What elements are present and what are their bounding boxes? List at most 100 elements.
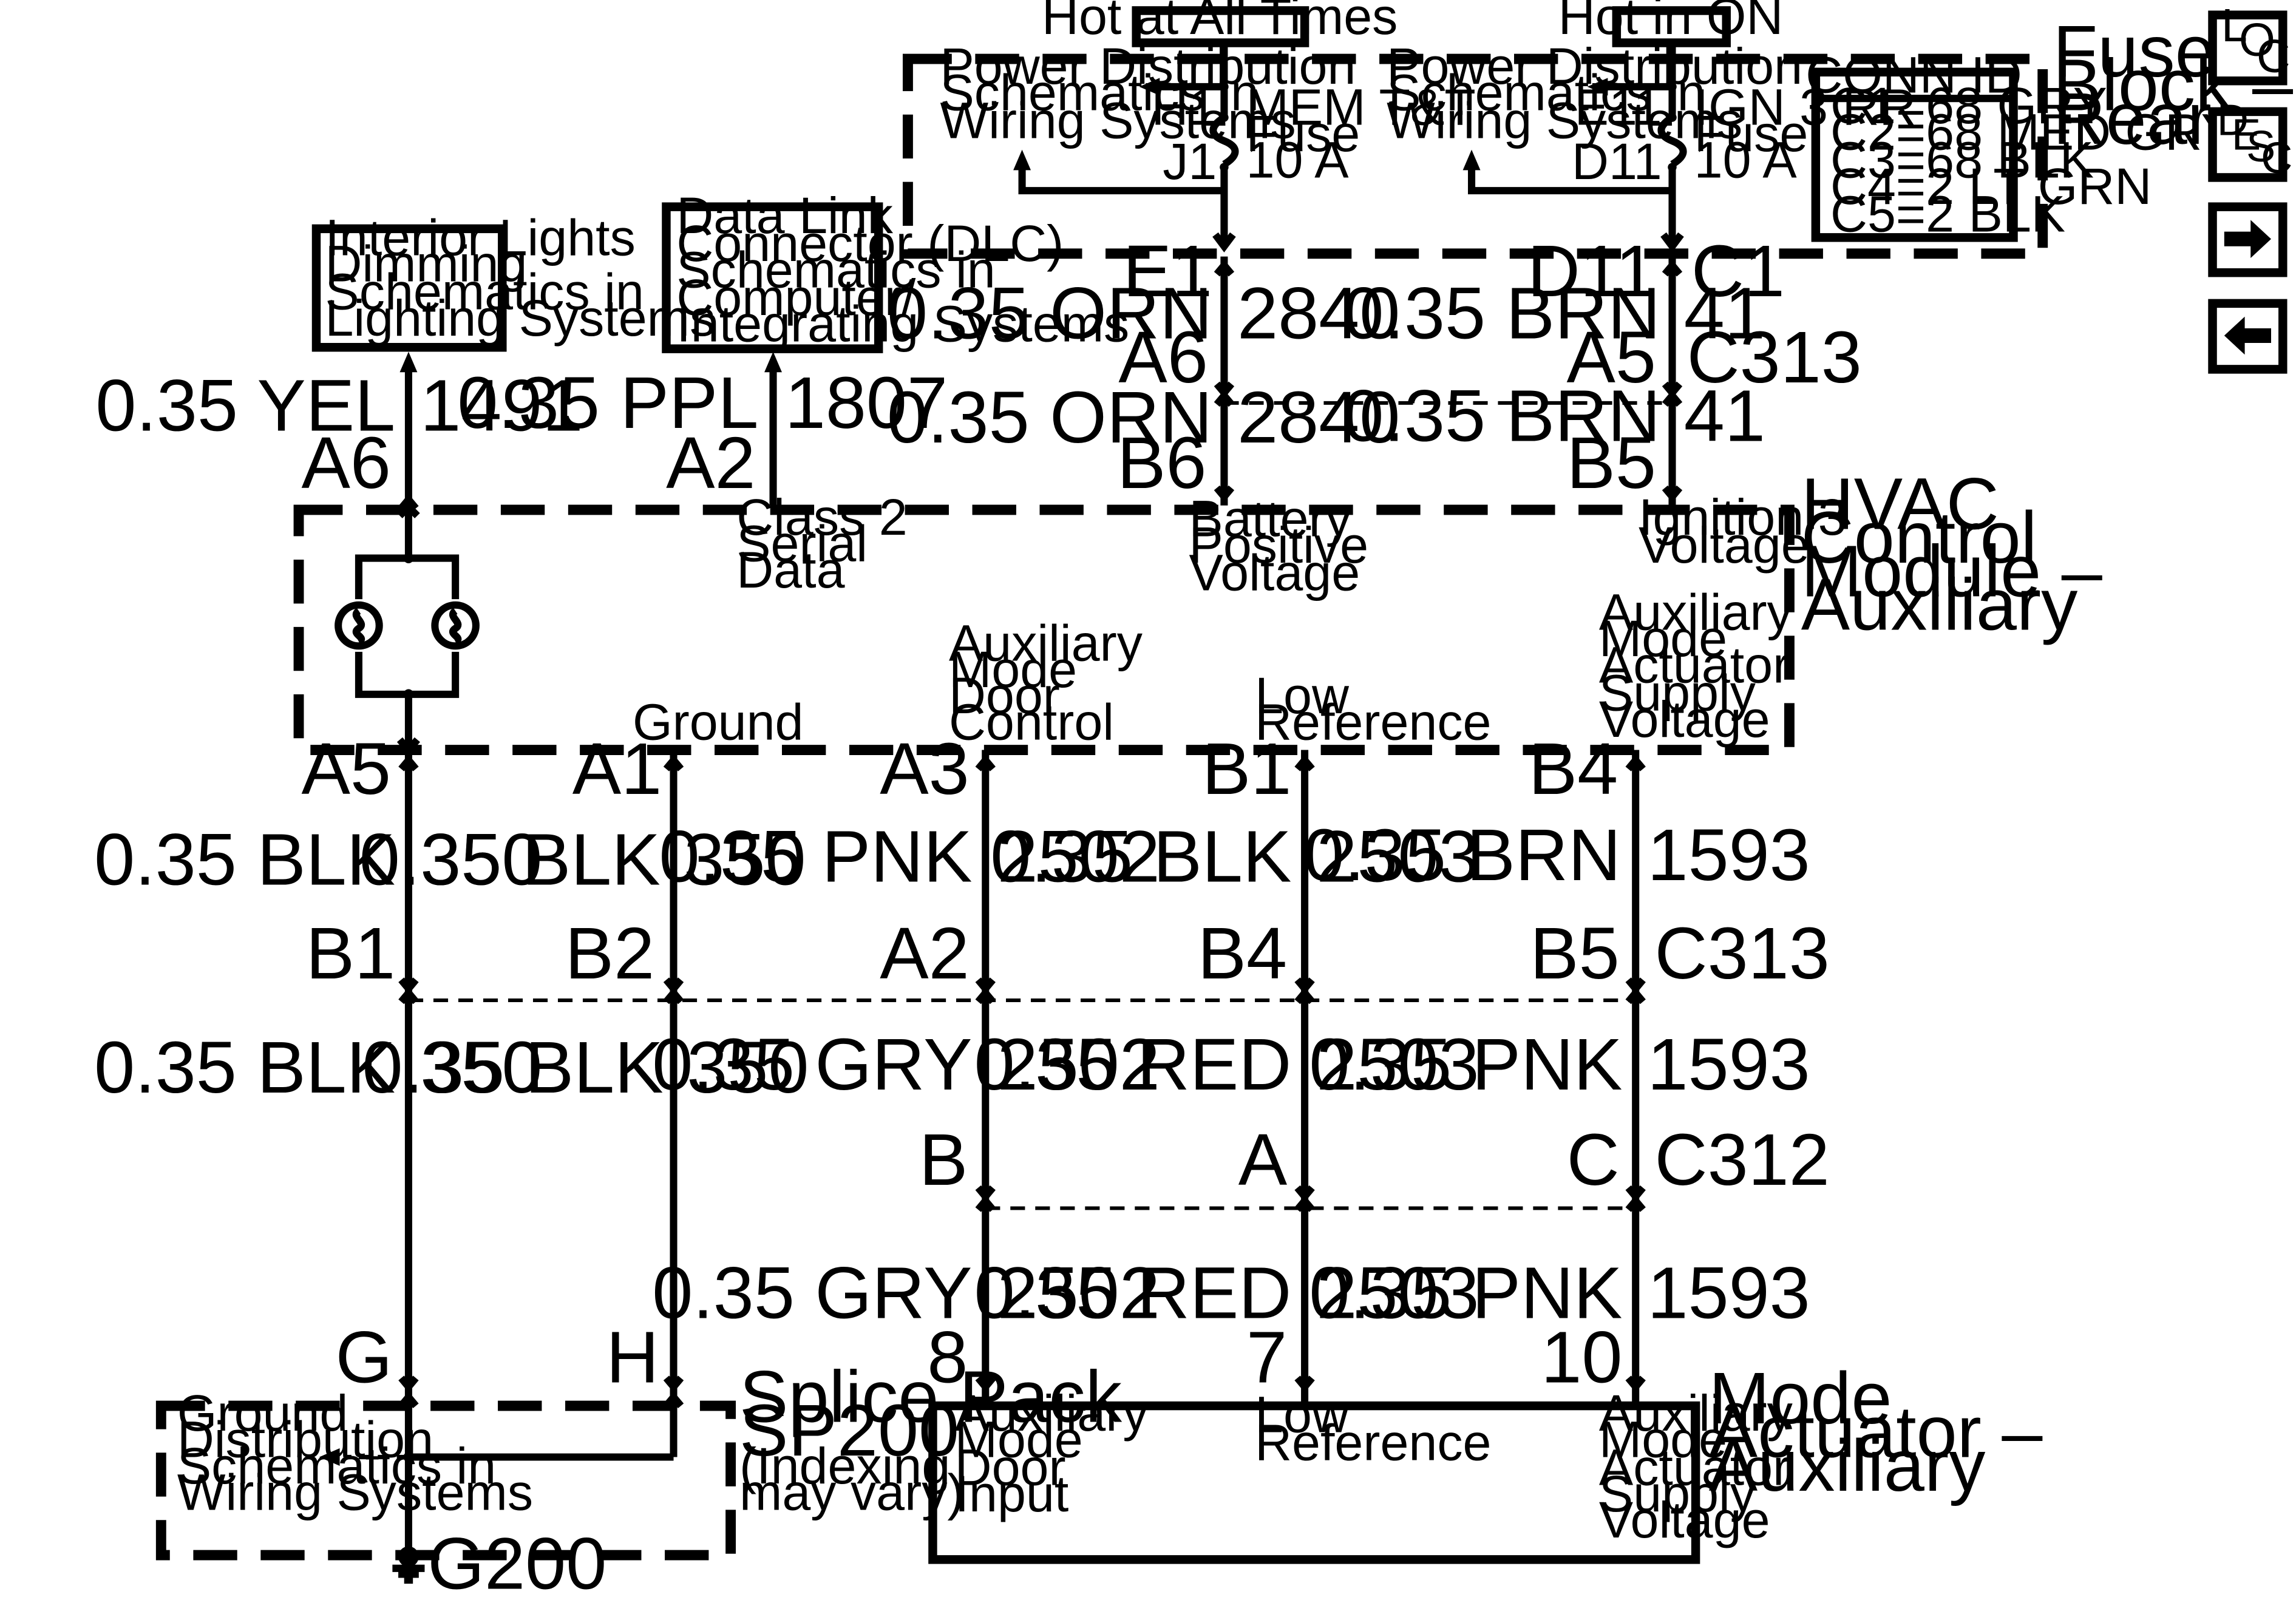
pin-label: A6 — [302, 422, 392, 504]
pin-label: E1 — [1123, 230, 1213, 312]
pin-label: B4 — [1198, 912, 1287, 994]
pin-label: D11 — [1527, 230, 1656, 312]
aux-supply-label: Actuator — [1599, 637, 1790, 694]
wire-size: 0.35 BLK — [990, 816, 1291, 898]
ground-ref-line: Wiring Systems — [177, 1463, 533, 1520]
dimmer-lamps — [335, 501, 480, 756]
pd-right-2: Schematics in — [1387, 64, 1705, 121]
wire-size: 0.35 RED — [974, 1023, 1292, 1105]
pin-label: A5 — [1566, 316, 1656, 398]
fuse-right-top-pin: E11 — [1575, 79, 1662, 136]
aux-door-label: Door — [949, 667, 1060, 724]
aux-door-label: Mode — [949, 641, 1077, 698]
circuit-number: 1807 — [785, 362, 948, 444]
circuit-number: 41 — [1684, 273, 1765, 354]
hvac-control-module: HVAC Control Module – Auxiliary Class 2 … — [293, 463, 2102, 756]
fuse-mem-tt: H1 J1 MEM T&T Fuse 10 A Power Distributi… — [940, 38, 1476, 253]
circuit-number: 2503 — [1316, 816, 1479, 898]
dlc-line: Data Link — [676, 187, 893, 244]
wire-size: 0.35 BLK — [94, 1026, 395, 1108]
pd-left-1: Power Distribution — [940, 38, 1356, 95]
loc-button[interactable]: L O C — [2208, 0, 2291, 86]
fuse-left-bottom-pin: J1 — [1163, 133, 1217, 190]
pin-label: B2 — [565, 912, 655, 994]
lower-wire-ground-1: A5 0.35 BLK 350 B1 0.35 BLK 350 G — [94, 728, 542, 1553]
circuit-number: 350 — [420, 818, 542, 900]
circuit-number: 1491 — [420, 365, 583, 447]
wire-size: 0.35 YEL — [95, 365, 395, 447]
pin-label: B — [919, 1119, 968, 1201]
circuit-number: 2503 — [1316, 1023, 1479, 1105]
wire-size: 0.35 RED — [974, 1252, 1292, 1334]
low-ref-label: Low — [1255, 667, 1350, 724]
aux-supply-label: Voltage — [1599, 691, 1770, 748]
conn-id-row: C2=68 MED GRY — [1830, 104, 2235, 161]
pin-label: 10 — [1541, 1317, 1622, 1398]
fuse-right-label-3: 10 A — [1694, 131, 1798, 188]
lower-wire-ground-2: A1 0.35 BLK 350 B2 0.35 BLK 350 H — [359, 728, 809, 1457]
actuator-name: Mode — [1709, 1357, 1892, 1439]
loc-letter: L — [2221, 0, 2247, 52]
pin-label: A1 — [572, 728, 662, 810]
pin-label: 7 — [1246, 1317, 1287, 1398]
circuit-number: 2502 — [997, 1252, 1160, 1334]
ground-ref-line: Ground — [177, 1385, 348, 1442]
pin-label: B6 — [1117, 422, 1207, 504]
lower-wire-2502: A3 0.35 PNK 2502 A2 0.35 GRY 2502 B 0.35… — [652, 728, 1160, 1406]
prev-button[interactable] — [2208, 299, 2288, 374]
arrow-up-icon — [1462, 149, 1481, 171]
arrow-up-icon — [1013, 149, 1031, 171]
hvac-name-3: Module – — [1801, 530, 2102, 612]
ignition-label: Ignition 3 — [1639, 489, 1847, 546]
desc-letter: S — [2246, 123, 2275, 171]
hot-at-all-times-label: Hot at All Times — [1042, 0, 1398, 45]
actuator-supply: Supply — [1599, 1465, 1756, 1522]
desc-button[interactable]: D E S C — [2208, 96, 2293, 183]
lamp-icon — [431, 601, 480, 650]
wire-size: 0.35 BRN — [1303, 814, 1621, 896]
splice-note: (Indexing — [739, 1437, 950, 1494]
hvac-name-2: Control — [1801, 497, 2037, 578]
fuse-left-top-pin: H1 — [1151, 79, 1217, 136]
conn-id-table: CONN ID C1=68 GRY C2=68 MED GRY C3=68 BL… — [1805, 47, 2235, 243]
circuit-number: 350 — [684, 818, 806, 900]
wire-2840: E1 0.35 ORN 2840 A6 0.35 ORN 2840 B6 — [887, 230, 1400, 506]
circuit-number: 2502 — [997, 1023, 1160, 1105]
interior-lights-line: Interior Lights — [325, 209, 635, 266]
aux-supply-label: Auxiliary — [1599, 584, 1793, 641]
splice-pack-sp200: Ground Distribution Schematics in Wiring… — [155, 1356, 1123, 1561]
fuse-block-rear: Fuse Block – Rear Hot at All Times Hot i… — [902, 0, 2293, 259]
battery-label: Voltage — [1189, 544, 1360, 602]
wire-size: 0.35 PNK — [1309, 1252, 1622, 1334]
actuator-name: Auxiliary — [1709, 1425, 1986, 1507]
ignition-label: Voltage — [1639, 517, 1810, 574]
interior-lights-line: Dimming — [325, 236, 527, 293]
next-button[interactable] — [2208, 202, 2288, 277]
circuit-number: 350 — [687, 1026, 809, 1108]
pin-label: B5 — [1530, 912, 1620, 994]
pd-left-3: Wiring Systems — [940, 92, 1296, 149]
wire-size: 0.35 PPL — [457, 362, 758, 444]
dlc-line: Schematics in — [676, 241, 995, 298]
wire-size: 0.35 ORN — [887, 273, 1212, 354]
aux-supply-label: Mode — [1599, 610, 1727, 667]
conn-id-title: CONN ID — [1805, 47, 2022, 104]
splice-note: may vary) — [739, 1463, 964, 1520]
arrow-left-icon — [1139, 78, 1160, 96]
circuit-number: 1593 — [1647, 1252, 1810, 1334]
circuit-number: 2840 — [1237, 376, 1400, 458]
pd-left-2: Schematics in — [940, 64, 1258, 121]
actuator-supply: Actuator — [1599, 1439, 1790, 1496]
fuse-left-label-3: 10 A — [1246, 131, 1350, 188]
pin-label: B1 — [306, 912, 396, 994]
conn-id-row: C1=68 GRY — [1830, 77, 2107, 134]
battery-label: Positive — [1189, 517, 1369, 574]
wire-size: 0.35 BLK — [362, 1026, 664, 1108]
actuator-door-input: Input — [955, 1465, 1069, 1522]
dlc-line: Integrating Systems — [676, 296, 1129, 353]
pin-label: 8 — [927, 1317, 968, 1398]
dlc-ref-box: Data Link Connector (DLC) Schematics in … — [662, 187, 1129, 353]
connector-label: C1 — [1691, 230, 1785, 312]
circuit-number: 41 — [1684, 375, 1765, 457]
